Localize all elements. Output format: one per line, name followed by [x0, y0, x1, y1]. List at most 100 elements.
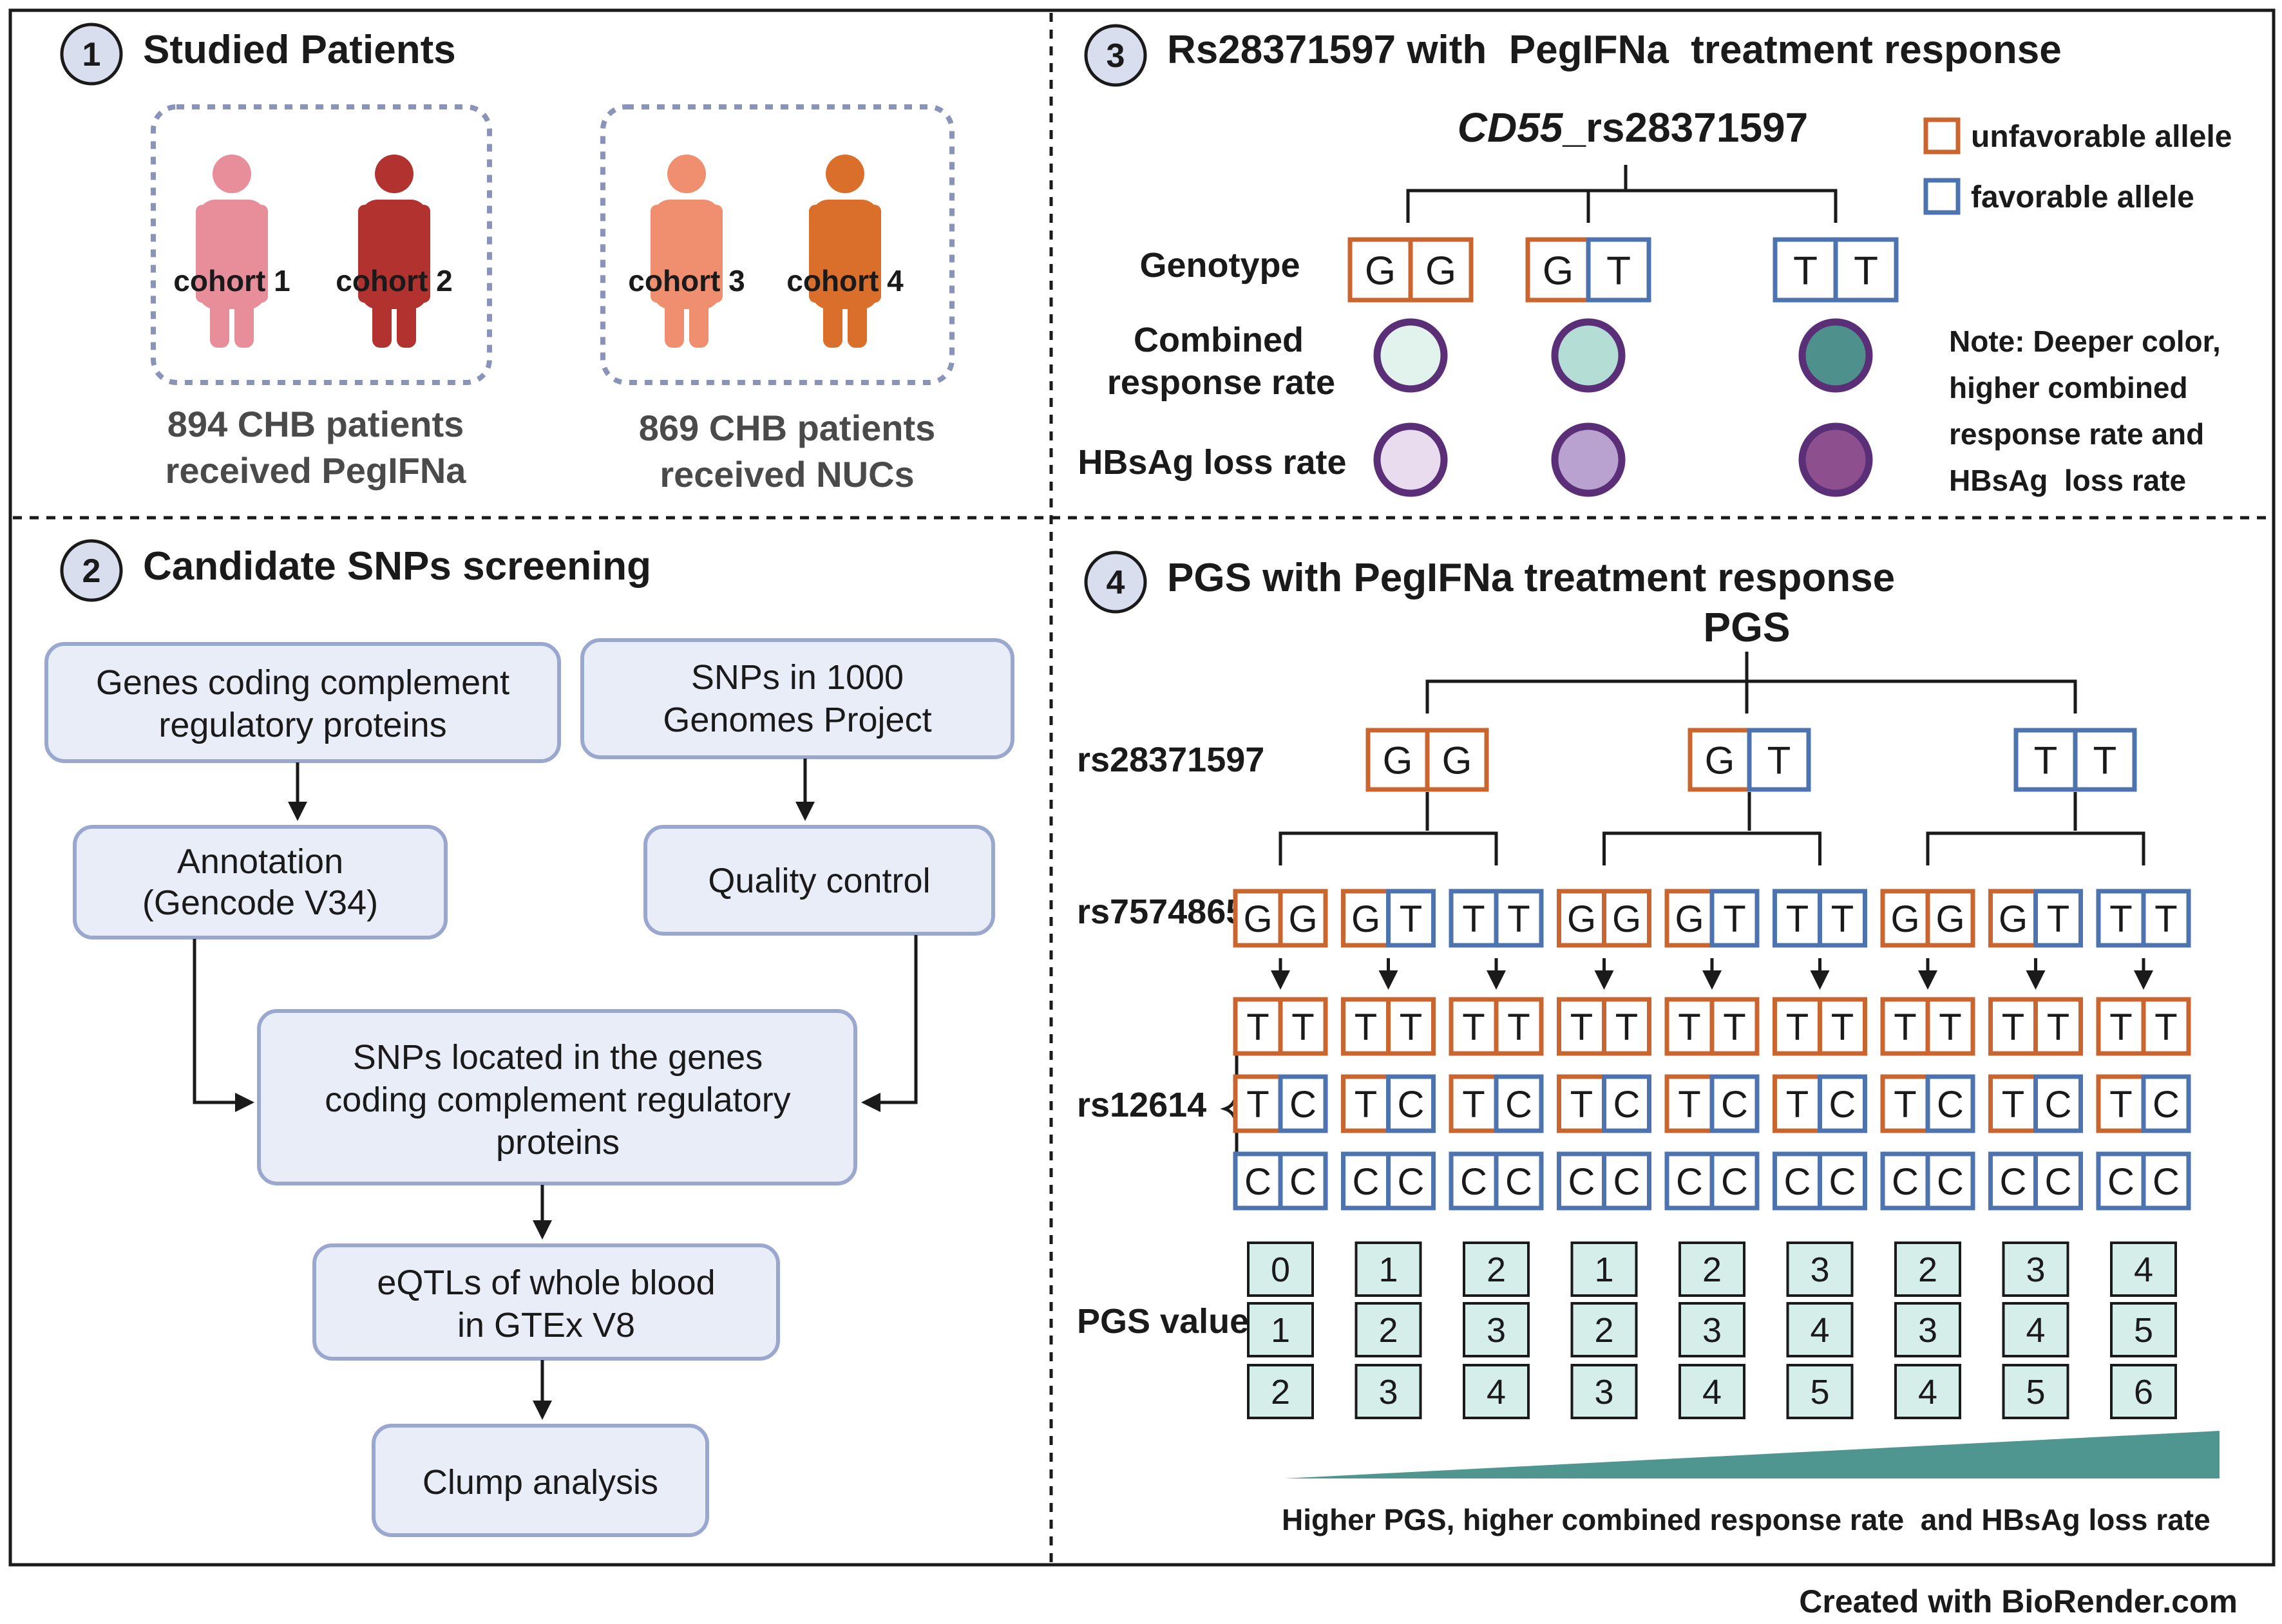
allele-letter: T	[1400, 898, 1422, 940]
pgs-value-cell: 3	[1463, 1302, 1530, 1357]
allele-box	[1494, 1074, 1544, 1133]
svg-text:0: 0	[1271, 1251, 1290, 1289]
allele-letter: T	[1793, 249, 1818, 293]
section-number-badge	[1084, 24, 1147, 87]
pgs-value-cell: 1	[1247, 1302, 1314, 1357]
allele-letter: T	[1723, 898, 1745, 940]
allele-letter: C	[1289, 1161, 1317, 1203]
allele-letter: T	[2109, 1084, 2132, 1126]
person-arm	[809, 205, 822, 303]
svg-text:3: 3	[1594, 1373, 1613, 1412]
row-label-pgs-values: PGS values	[1077, 1302, 1268, 1341]
panel-pgs: 4 PGS with PegIFNa treatment response PG…	[1077, 551, 2220, 1536]
section-number-badge	[1084, 551, 1147, 614]
flow-box-clump: Clump analysis	[372, 1424, 709, 1537]
allele-letter: G	[1288, 898, 1317, 940]
allele-letter: T	[2002, 1084, 2024, 1126]
pgs-value-cell: 4	[2002, 1302, 2069, 1357]
svg-text:3: 3	[1378, 1373, 1398, 1412]
cohort-group-nucs	[600, 104, 955, 385]
allele-box	[1709, 997, 1760, 1056]
svg-text:4: 4	[2026, 1311, 2045, 1350]
person-leg	[372, 283, 392, 348]
allele-letter: C	[1721, 1084, 1748, 1126]
allele-letter: T	[1767, 739, 1791, 782]
allele-letter: G	[1705, 739, 1735, 782]
panel-candidate-snps: 2 Candidate SNPs screening Genes coding …	[44, 539, 1014, 1537]
allele-letter: T	[1786, 1006, 1809, 1048]
svg-text:Genes coding complement: Genes coding complement	[96, 663, 509, 702]
allele-letter: T	[2109, 1006, 2132, 1048]
allele-letter: C	[1613, 1084, 1640, 1126]
group-pegifna-line1: 894 CHB patients	[167, 404, 464, 444]
svg-text:4: 4	[1810, 1311, 1829, 1350]
allele-box	[1408, 237, 1474, 303]
allele-box	[1880, 889, 1930, 948]
allele-letter: T	[1570, 1006, 1593, 1048]
pgs-value-cell: 4	[1894, 1364, 1961, 1419]
person-leg	[689, 283, 708, 348]
pgs-value-cell: 0	[1247, 1242, 1314, 1297]
svg-text:in GTEx V8: in GTEx V8	[457, 1306, 635, 1345]
svg-text:3: 3	[1487, 1311, 1506, 1350]
allele-letter: C	[1937, 1161, 1964, 1203]
allele-box	[1818, 1151, 1867, 1211]
svg-text:2: 2	[1378, 1311, 1398, 1350]
svg-text:2: 2	[1702, 1251, 1722, 1289]
allele-box	[1773, 1151, 1822, 1211]
allele-box	[1341, 1074, 1391, 1133]
legend-unfavorable-swatch	[1923, 117, 1961, 155]
pgs-value-cell: 3	[1355, 1364, 1422, 1419]
person-torso	[812, 200, 879, 309]
allele-box	[1880, 1151, 1930, 1211]
flow-box-eqtl: eQTLs of whole blood in GTEx V8	[312, 1243, 780, 1361]
allele-letter: C	[1244, 1161, 1271, 1203]
allele-box	[1557, 889, 1606, 948]
section-number: 1	[82, 36, 101, 73]
pgs-value-cell: 3	[1570, 1364, 1638, 1419]
row-label-rs28371597: rs28371597	[1077, 741, 1264, 779]
person-leg	[848, 283, 867, 348]
allele-box	[2033, 889, 2083, 948]
allele-box	[1233, 997, 1283, 1056]
allele-letter: T	[1400, 1006, 1422, 1048]
allele-letter: T	[1786, 898, 1809, 940]
pgs-value-cell: 2	[1894, 1242, 1961, 1297]
svg-text:eQTLs of whole blood: eQTLs of whole blood	[377, 1263, 715, 1302]
allele-box	[1664, 997, 1715, 1056]
allele-box	[1602, 889, 1651, 948]
allele-letter: T	[1786, 1084, 1809, 1126]
allele-box	[1278, 889, 1328, 948]
row-label-rs7574865: rs7574865	[1077, 892, 1245, 931]
allele-box	[1449, 1151, 1499, 1211]
pgs-value-cell: 2	[1570, 1302, 1638, 1357]
allele-letter: T	[1615, 1006, 1638, 1048]
allele-letter: G	[1383, 739, 1413, 782]
allele-box	[1688, 728, 1752, 792]
pgs-value-cell: 2	[1463, 1242, 1530, 1297]
pgs-value-cell: 4	[1786, 1302, 1854, 1357]
allele-letter: G	[1999, 898, 2028, 940]
allele-letter: C	[1398, 1161, 1425, 1203]
allele-box	[1386, 1151, 1436, 1211]
allele-box	[1664, 1151, 1715, 1211]
combined-response-dot	[1798, 318, 1873, 393]
allele-box	[1925, 997, 1975, 1056]
allele-letter: T	[1894, 1084, 1916, 1126]
svg-text:5: 5	[2026, 1373, 2045, 1412]
